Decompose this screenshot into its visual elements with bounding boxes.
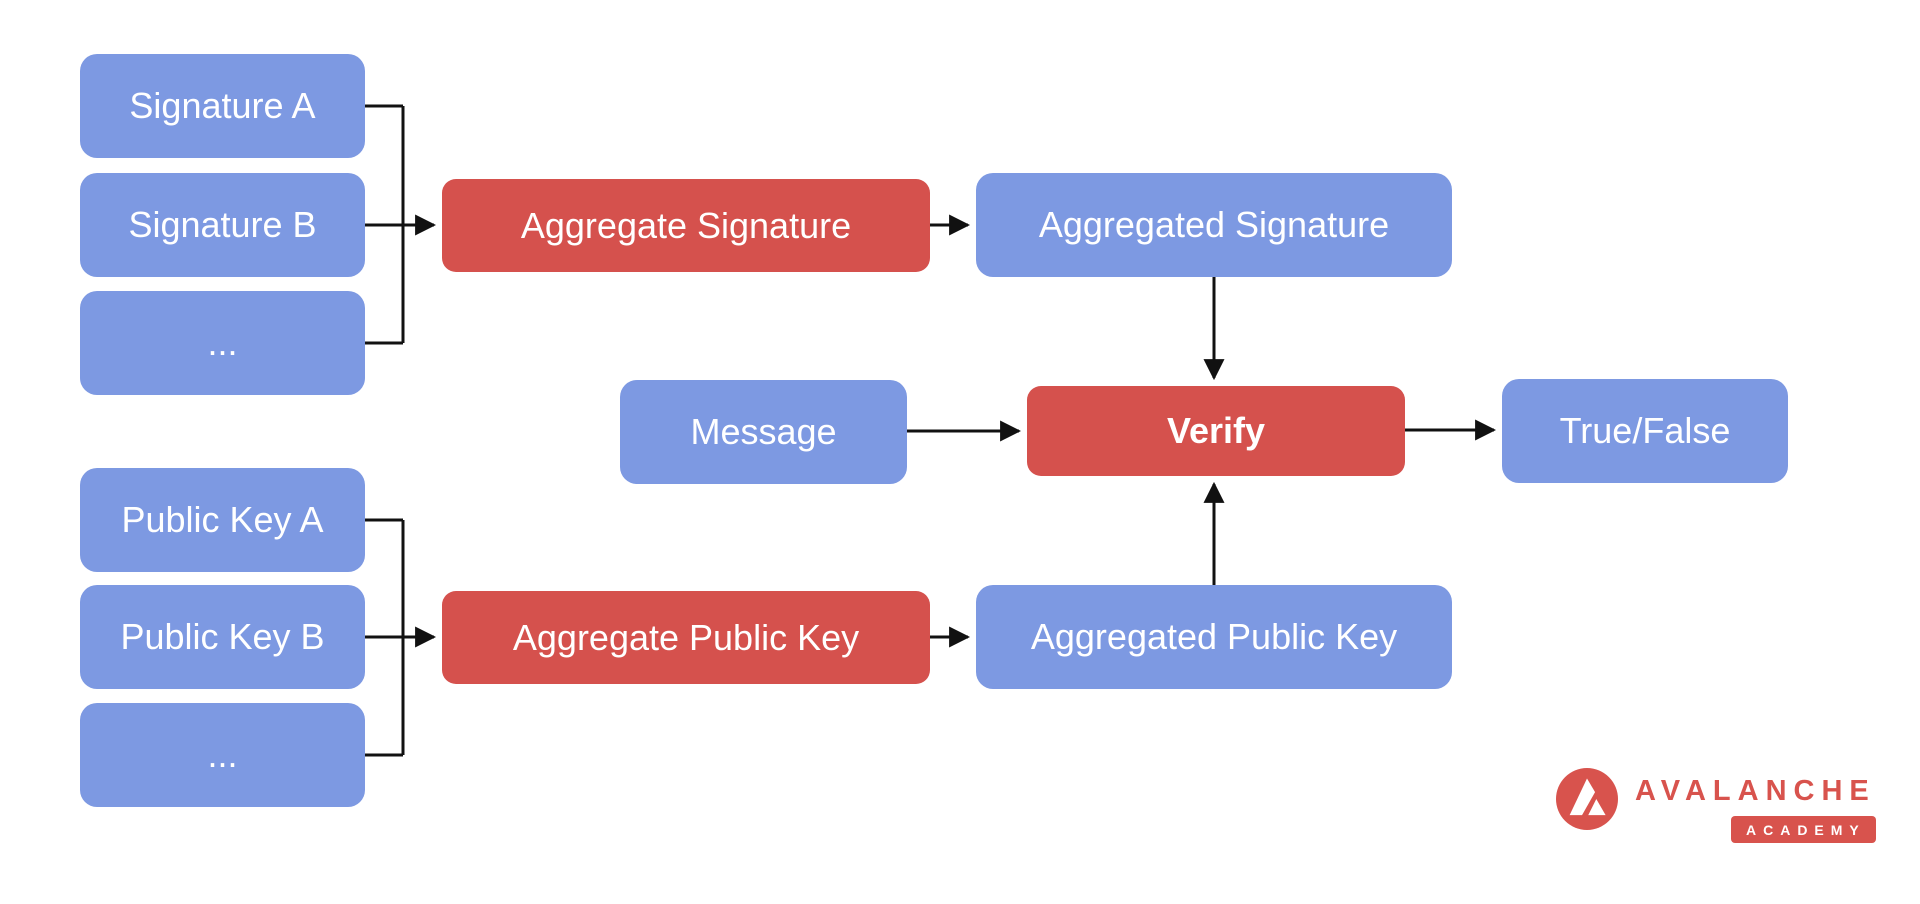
node-message: Message (620, 380, 907, 484)
node-aggregate-public-key: Aggregate Public Key (442, 591, 930, 684)
logo-academy-badge: ACADEMY (1730, 816, 1876, 843)
logo-brand-text: AVALANCHE (1635, 775, 1876, 807)
node-aggregated-public-key: Aggregated Public Key (976, 585, 1452, 689)
avalanche-logo-icon (1556, 768, 1618, 830)
node-more-public-keys: ... (80, 703, 365, 807)
logo-text-block: AVALANCHE ACADEMY (1635, 768, 1876, 843)
node-public-key-a: Public Key A (80, 468, 365, 572)
node-public-key-b: Public Key B (80, 585, 365, 689)
node-signature-a: Signature A (80, 54, 365, 158)
avalanche-academy-logo: AVALANCHE ACADEMY (1556, 768, 1876, 843)
node-aggregated-signature: Aggregated Signature (976, 173, 1452, 277)
node-true-false: True/False (1502, 379, 1788, 483)
node-aggregate-signature: Aggregate Signature (442, 179, 930, 272)
node-more-signatures: ... (80, 291, 365, 395)
node-signature-b: Signature B (80, 173, 365, 277)
node-verify: Verify (1027, 386, 1405, 476)
